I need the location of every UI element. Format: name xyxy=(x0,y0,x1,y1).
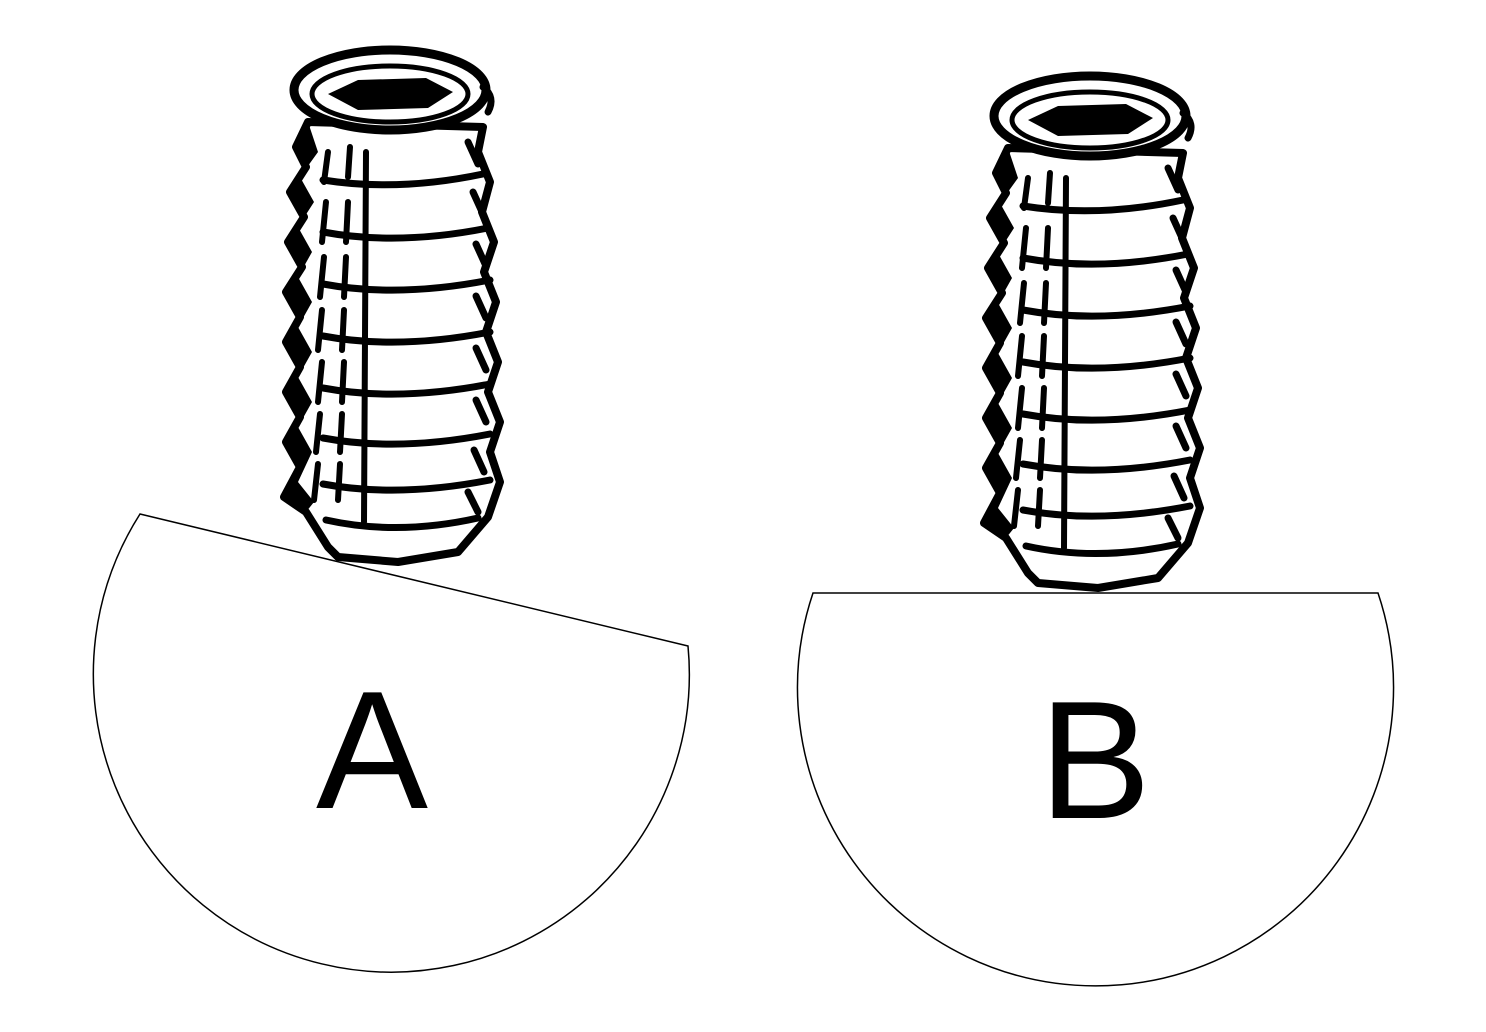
segment-b xyxy=(796,592,1395,987)
label-b: B xyxy=(1039,666,1151,854)
panel-a: A xyxy=(92,50,691,973)
screw-a xyxy=(284,50,500,562)
screw-b xyxy=(984,76,1200,588)
panel-b: B xyxy=(796,76,1395,987)
label-a: A xyxy=(316,656,428,844)
segment-a xyxy=(92,513,691,973)
